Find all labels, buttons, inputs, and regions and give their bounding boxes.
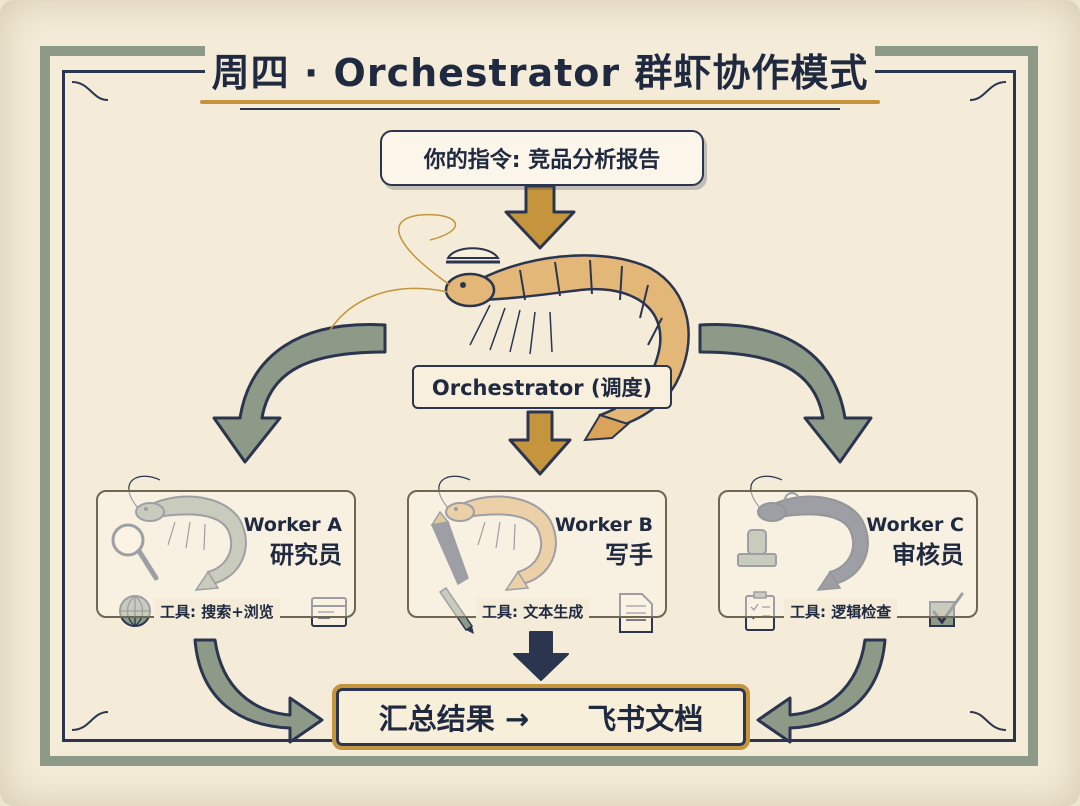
arrow-to-worker-a (212, 323, 387, 464)
result-label: 汇总结果 → (378, 702, 530, 736)
page-title: 周四 · Orchestrator 群虾协作模式 (211, 50, 869, 95)
worker-b-name: Worker B (554, 514, 653, 536)
command-scroll: 你的指令: 竞品分析报告 (380, 130, 704, 186)
arrow-command-to-orchestrator (504, 184, 576, 250)
worker-b-role: 写手 (605, 541, 653, 569)
worker-b-tool: 工具: 文本生成 (476, 598, 590, 624)
corner-flourish-icons (71, 81, 1007, 731)
orchestrator-shrimp-illustration (329, 213, 690, 442)
orchestrator-label: Orchestrator (调度) (431, 376, 653, 400)
worker-a-title: Worker A 研究员 (244, 510, 342, 570)
worker-c-tool: 工具: 逻辑检查 (784, 598, 898, 624)
worker-a-tool: 工具: 搜索+浏览 (154, 598, 280, 624)
orchestrator-banner: Orchestrator (调度) (412, 365, 672, 409)
title-band (205, 40, 875, 100)
worker-c-name: Worker C (866, 514, 964, 536)
result-box: 汇总结果 → 飞书文档 (332, 684, 750, 750)
arrow-worker-b-to-result (513, 631, 569, 681)
worker-a-card: Worker A 研究员 (96, 490, 356, 618)
title-underline-thin (240, 108, 840, 110)
worker-b-title: Worker B 写手 (555, 510, 653, 570)
worker-b-card: Worker B 写手 (407, 490, 667, 618)
worker-a-name: Worker A (243, 514, 342, 536)
worker-c-role: 审核员 (892, 541, 964, 569)
title-underline (200, 100, 880, 104)
worker-a-role: 研究员 (270, 541, 342, 569)
arrow-worker-c-to-result (756, 638, 887, 744)
result-target: 飞书文档 (587, 702, 704, 736)
worker-c-title: Worker C 审核员 (866, 510, 964, 570)
arrow-to-worker-b (508, 410, 572, 476)
arrow-worker-a-to-result (193, 638, 324, 744)
worker-c-card: Worker C 审核员 (718, 490, 978, 618)
arrow-to-worker-c (698, 323, 873, 464)
command-text: 你的指令: 竞品分析报告 (423, 148, 661, 173)
